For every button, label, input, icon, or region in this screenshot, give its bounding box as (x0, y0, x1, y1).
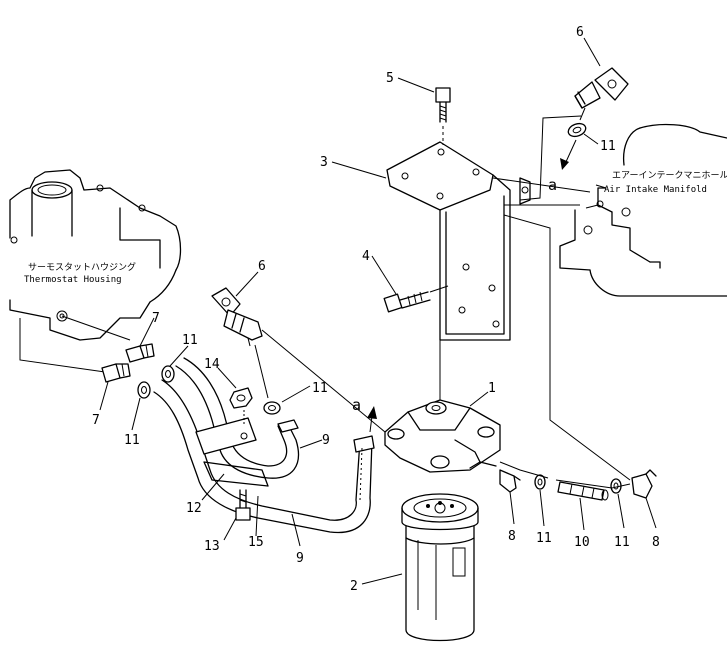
elbow-8-left (499, 469, 521, 493)
arrow-a-left-stem (369, 415, 373, 433)
callout-11-b: 11 (124, 433, 140, 448)
nut-14 (229, 387, 253, 409)
intake-label-jp: エアーインテークマニホールド (612, 170, 727, 181)
elbow-8-right (631, 469, 657, 499)
drain-leader (503, 214, 631, 481)
callout-8-right: 8 (652, 535, 660, 550)
callout-3: 3 (320, 155, 328, 170)
callout-12: 12 (186, 501, 202, 516)
leader-housing-2 (19, 318, 106, 373)
hose-line-right (499, 461, 631, 489)
clamp-band (195, 417, 269, 487)
nipple-7-left (101, 363, 131, 383)
callout-1: 1 (488, 381, 496, 396)
clip-11-b (137, 381, 151, 399)
nipple-7-mid (125, 343, 155, 363)
clip-top (567, 122, 587, 138)
hose-10 (557, 481, 609, 501)
callout-2: 2 (350, 579, 358, 594)
callout-11-c: 11 (312, 381, 328, 396)
callout-10: 10 (574, 535, 590, 550)
callout-4: 4 (362, 249, 370, 264)
callout-11-a: 11 (182, 333, 198, 348)
spin-on-filter (401, 493, 479, 642)
arrow-a-right (564, 139, 577, 165)
leader-coupler-clip (254, 344, 269, 399)
bracket (386, 141, 511, 341)
hose-9 (153, 357, 375, 534)
callout-9-lower: 9 (296, 551, 304, 566)
callout-13: 13 (204, 539, 220, 554)
air-intake-manifold (519, 123, 727, 297)
callout-7-mid: 7 (152, 311, 160, 326)
bracket-leader (492, 177, 591, 193)
view-a-right: a (548, 176, 557, 194)
bolt-4 (383, 285, 449, 313)
thermostat-label-en: Thermostat Housing (24, 275, 122, 285)
callout-7-left: 7 (92, 413, 100, 428)
bolt-13 (235, 489, 251, 521)
callout-6-mid: 6 (258, 259, 266, 274)
thermostat-housing (9, 169, 182, 341)
quick-coupler-mid (211, 287, 263, 347)
clip-11-c (263, 401, 281, 415)
thermostat-label-jp: サーモスタットハウジング (28, 261, 136, 273)
callout-15: 15 (248, 535, 264, 550)
callout-leaders (99, 37, 657, 585)
callout-5: 5 (386, 71, 394, 86)
leader-coupler-mid (261, 329, 386, 433)
filter-head (384, 340, 501, 473)
leader-housing (61, 315, 131, 341)
callout-9-upper: 9 (322, 433, 330, 448)
callout-11-d: 11 (536, 531, 552, 546)
clip-11-d (534, 474, 546, 490)
callout-14: 14 (204, 357, 220, 372)
intake-label-en: Air Intake Manifold (604, 185, 707, 195)
callout-11-top: 11 (600, 139, 616, 154)
callout-6-top: 6 (576, 25, 584, 40)
quick-coupler-top (519, 67, 629, 201)
clip-11-a (161, 365, 175, 383)
bolt-5 (435, 87, 451, 145)
callout-11-e: 11 (614, 535, 630, 550)
callout-8-left: 8 (508, 529, 516, 544)
view-a-left: a (352, 396, 361, 414)
